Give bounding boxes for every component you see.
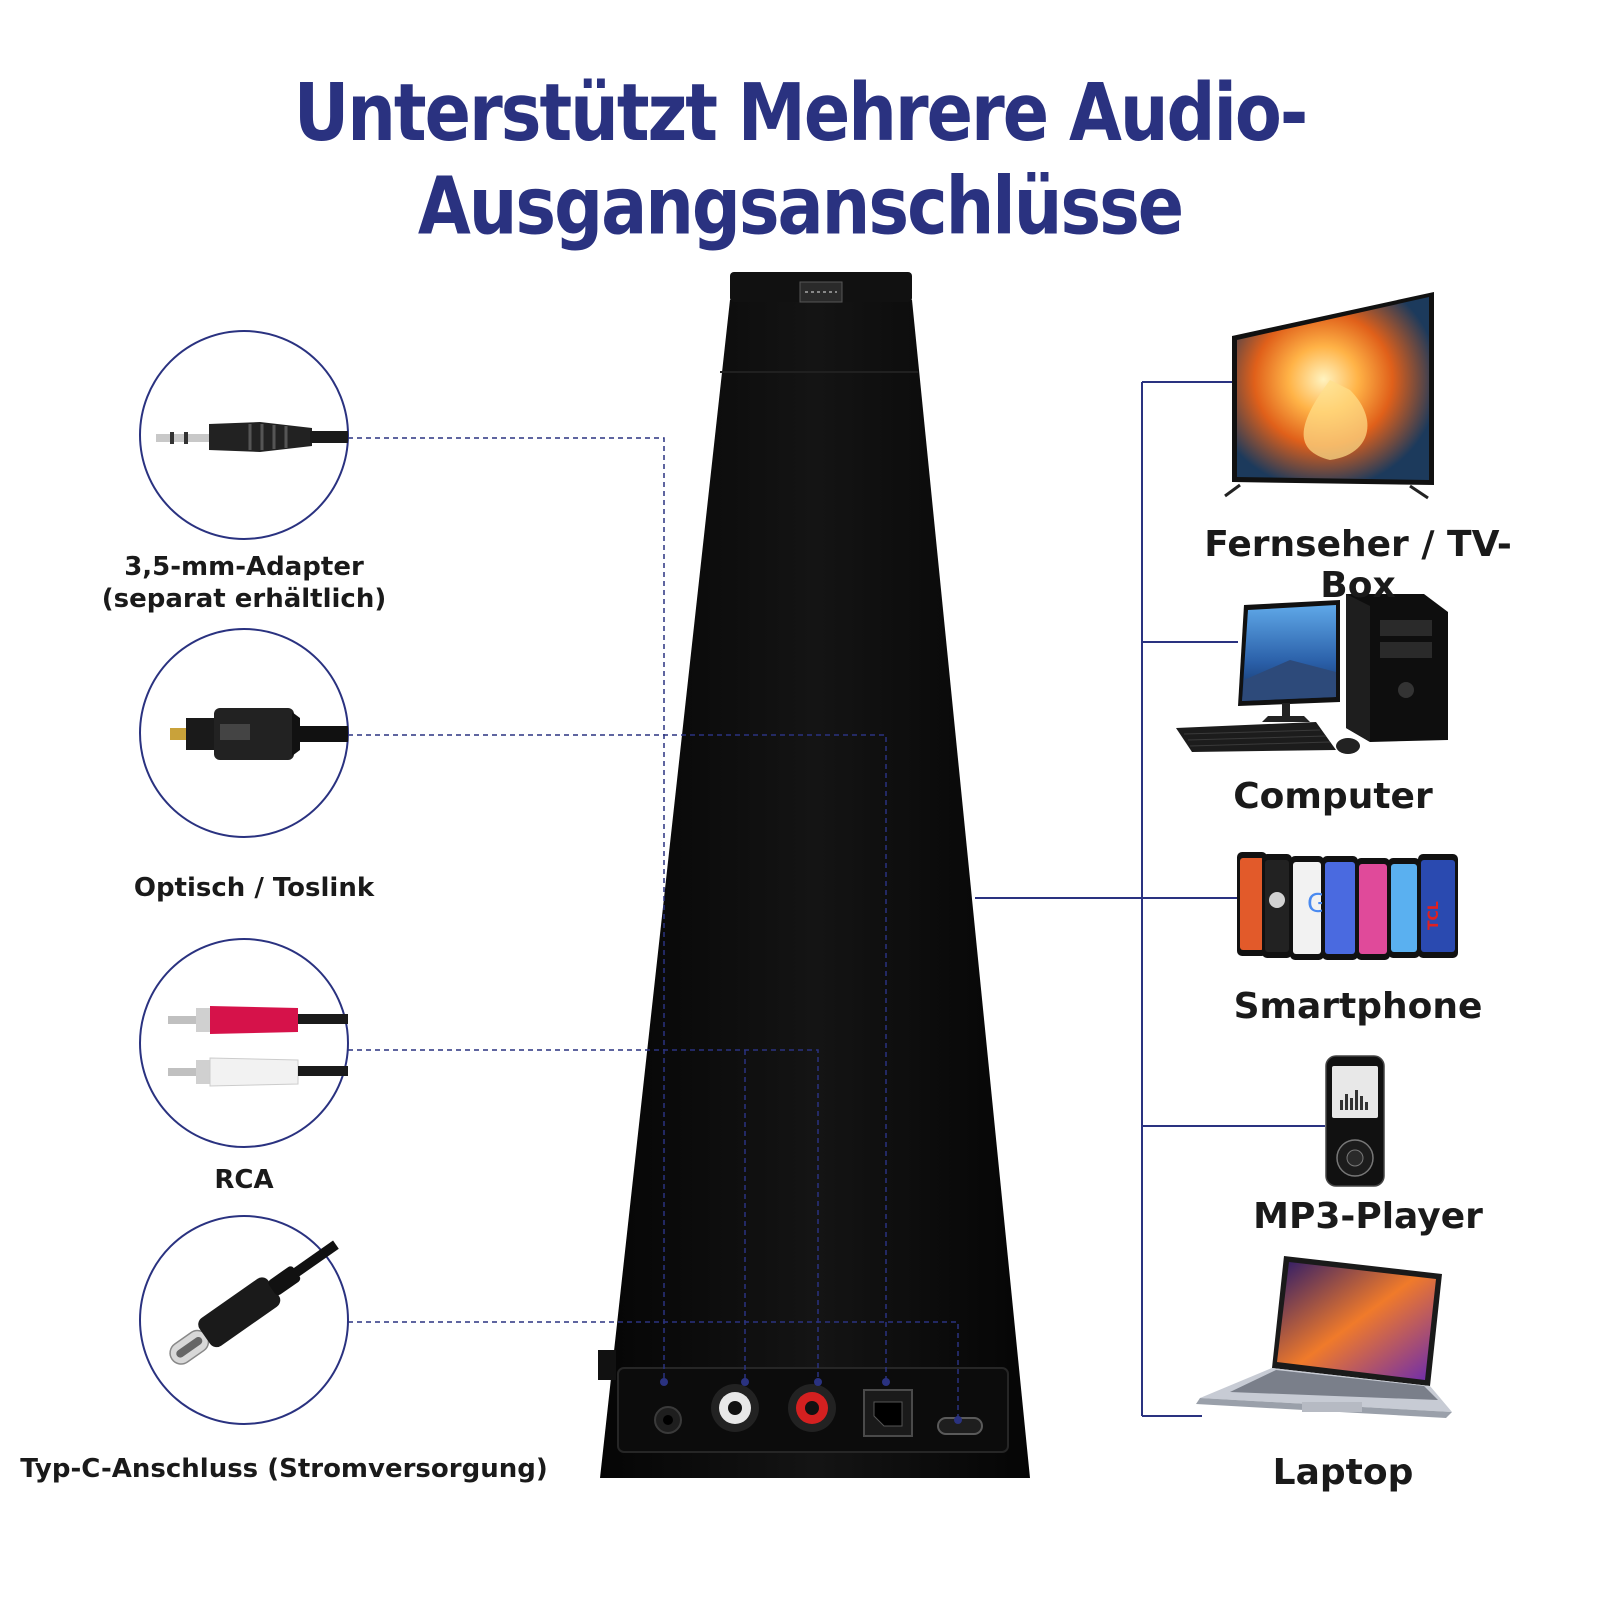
input-label-aux: 3,5-mm-Adapter (separat erhältlich) <box>94 551 394 615</box>
connector-lines-right <box>975 381 1325 1417</box>
input-label-aux-line2: (separat erhältlich) <box>101 584 387 614</box>
rca-plug-icon <box>139 938 349 1148</box>
mp3-player-icon <box>1325 1055 1385 1187</box>
device-label-laptop: Laptop <box>1272 1452 1414 1493</box>
device-label-computer: Computer <box>1233 776 1433 817</box>
input-label-aux-line1: 3,5-mm-Adapter <box>124 552 364 582</box>
receiver-device <box>598 272 1030 1478</box>
svg-text:TCL: TCL <box>1426 901 1442 930</box>
input-label-usb-c: Typ-C-Anschluss (Stromversorgung) <box>20 1454 548 1484</box>
optical-port-icon <box>863 1389 913 1437</box>
aux-3.5mm-plug-icon <box>139 330 349 540</box>
optical-toslink-plug-icon <box>139 628 349 838</box>
tv-icon <box>1224 292 1434 500</box>
page-title: Unterstützt Mehrere Audio-Ausgangsanschl… <box>293 65 1309 253</box>
input-label-rca: RCA <box>214 1165 274 1195</box>
aux-port-icon <box>654 1406 682 1434</box>
laptop-icon <box>1196 1256 1452 1418</box>
connector-lines-left <box>348 437 959 1420</box>
usb-c-plug-icon <box>139 1215 349 1425</box>
device-label-tv: Fernseher / TV-Box <box>1204 524 1512 606</box>
device-label-mp3-player: MP3-Player <box>1253 1196 1483 1237</box>
desktop-computer-icon <box>1176 594 1448 754</box>
rca-white-port-icon <box>711 1384 759 1432</box>
device-label-smartphone: Smartphone <box>1233 986 1483 1027</box>
rca-red-port-icon <box>788 1384 836 1432</box>
smartphones-icon: G TCL <box>1237 852 1458 960</box>
input-label-optical: Optisch / Toslink <box>133 873 375 903</box>
